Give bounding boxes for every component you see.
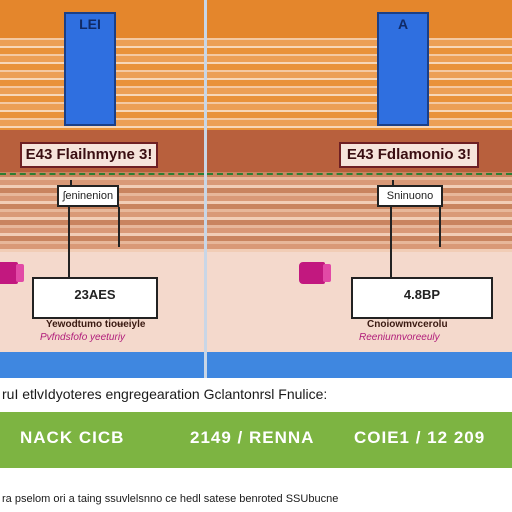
connector-line: [390, 207, 392, 277]
green-status-bar: [0, 412, 512, 468]
footer-text: ra pselom ori a taing ssuvlelsnno ce hed…: [2, 493, 339, 505]
connector-line: [439, 207, 441, 247]
lower-stripes: [207, 172, 512, 252]
small-label-box[interactable]: Sninuono: [377, 185, 443, 207]
blue-footer-bar: [207, 352, 512, 378]
lower-stripes: [0, 172, 204, 252]
value-box[interactable]: 4.8BP: [351, 277, 493, 319]
left-panel: LEI E43 Flailnmyne 3! ʃeninenion 23AES Y…: [0, 0, 204, 378]
connector-line: [118, 207, 120, 247]
right-panel: A E43 Fdlamonio 3! Sninuono 4.8BP Cnoiow…: [207, 0, 512, 378]
blue-footer-bar: [0, 352, 204, 378]
blue-card[interactable]: LEI: [64, 12, 116, 126]
panel-title: E43 Fdlamonio 3!: [339, 142, 479, 168]
green-bar-item[interactable]: 2149 / RENNA: [190, 428, 315, 447]
small-label-box[interactable]: ʃeninenion: [57, 185, 119, 207]
green-bar-item[interactable]: COIE1 / 12 209: [354, 428, 486, 447]
panel-title: E43 Flailnmyne 3!: [20, 142, 158, 168]
panel-divider: [204, 0, 207, 378]
dashed-divider: [0, 173, 204, 175]
value-caption-secondary: Pvfndsfofo yeeturiy: [40, 332, 126, 343]
value-caption: Yewodtumo tioʉeiyle: [46, 319, 146, 330]
section-heading: ruI etlvIdyoteres engregearation Gclanto…: [2, 386, 328, 402]
connector-line: [392, 180, 394, 185]
connector-line: [70, 180, 72, 185]
value-caption-secondary: Reeniunnvoreeuly: [359, 332, 440, 343]
connector-line: [68, 207, 70, 277]
megaphone-icon: [299, 262, 331, 284]
megaphone-icon: [0, 262, 24, 284]
blue-card[interactable]: A: [377, 12, 429, 126]
green-bar-item[interactable]: NACK CICB: [20, 428, 125, 447]
value-caption: Cnoiowmvcerolu: [367, 319, 448, 330]
top-band: [207, 0, 512, 38]
dashed-divider: [207, 173, 512, 175]
value-box[interactable]: 23AES: [32, 277, 158, 319]
